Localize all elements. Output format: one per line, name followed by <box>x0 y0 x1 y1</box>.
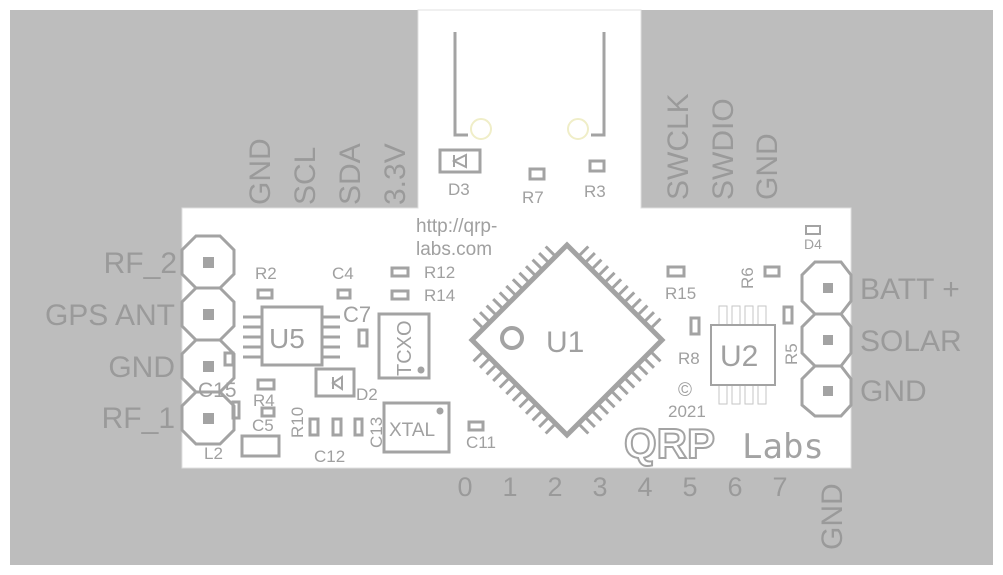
u2-label: U2 <box>720 340 758 373</box>
label-batt-plus: BATT + <box>860 273 960 306</box>
label-gnd-bottom: GND <box>816 483 849 550</box>
label-scl: SCL <box>289 147 322 205</box>
u5-label: U5 <box>269 323 305 354</box>
left-header <box>180 234 236 446</box>
label-sda: SDA <box>334 143 367 205</box>
d4-led <box>805 225 821 235</box>
tcxo: TCXO <box>377 312 431 380</box>
xtal: XTAL <box>382 401 451 454</box>
u1-chip: U1 <box>468 241 666 439</box>
label-swclk: SWCLK <box>662 93 695 200</box>
r8-pad <box>689 316 701 336</box>
pin-label-3: 3 <box>592 472 607 502</box>
label-gnd-top: GND <box>244 138 277 205</box>
r10-label: R10 <box>288 407 307 438</box>
tcxo-label: TCXO <box>394 320 416 376</box>
r7-label: R7 <box>522 188 544 207</box>
c15-pad <box>223 351 235 367</box>
r5-label: R5 <box>782 343 801 365</box>
u2-chip: U2 <box>710 305 776 405</box>
usb-connector <box>453 32 606 140</box>
r14-pad <box>390 289 410 301</box>
r12-pad <box>390 266 410 278</box>
pin-label-0: 0 <box>457 472 472 502</box>
r4-pad <box>260 406 276 418</box>
r6-pad <box>763 265 781 278</box>
label-gnd-debug: GND <box>751 133 784 200</box>
label-gnd-left: GND <box>108 351 175 384</box>
copyright-year: 2021 <box>668 402 706 421</box>
d2-label: D2 <box>356 385 378 404</box>
c4-pad <box>336 288 352 300</box>
pin-label-4: 4 <box>637 472 652 502</box>
c7-label: C7 <box>343 302 371 327</box>
logo-qrp: QRP <box>624 420 715 467</box>
r2-pad <box>256 288 274 300</box>
r6-label: R6 <box>738 267 757 289</box>
c15-label: C15 <box>198 379 237 402</box>
u5-chip: U5 <box>243 305 340 367</box>
top-header-labels: GND SCL SDA 3.3V <box>244 138 412 205</box>
c5-label: C5 <box>252 416 274 435</box>
l2-inductor <box>240 434 281 458</box>
c11-pad <box>467 420 485 432</box>
url-line-1: http://qrp- <box>416 216 497 237</box>
label-3v3: 3.3V <box>379 143 412 205</box>
label-gps-ant: GPS ANT <box>45 299 175 332</box>
c13-pad <box>353 417 364 437</box>
r4-pad-top <box>256 378 276 391</box>
c4-label: C4 <box>332 264 354 283</box>
r7-pad <box>528 167 546 181</box>
c15-pad-2 <box>231 400 241 420</box>
r15-pad <box>666 265 686 278</box>
label-gnd-right: GND <box>860 375 927 408</box>
label-swdio: SWDIO <box>707 98 740 200</box>
xtal-label: XTAL <box>389 420 435 441</box>
pin-label-6: 6 <box>727 472 742 502</box>
pin-label-7: 7 <box>772 472 787 502</box>
c11-label: C11 <box>466 433 496 452</box>
c12-pad <box>331 417 343 437</box>
u1-label: U1 <box>546 326 584 359</box>
r10-pad <box>308 417 320 437</box>
pin-label-5: 5 <box>682 472 697 502</box>
label-rf2: RF_2 <box>104 247 177 280</box>
label-rf1: RF_1 <box>102 402 175 435</box>
board-outline <box>181 9 852 469</box>
d3-label: D3 <box>448 180 470 199</box>
logo-labs: Labs <box>742 427 824 467</box>
r15-label: R15 <box>665 284 696 303</box>
r3-label: R3 <box>584 182 606 201</box>
right-header <box>800 260 853 418</box>
r3-pad <box>588 159 606 173</box>
d4-label: D4 <box>804 236 822 252</box>
r12-label: R12 <box>424 263 455 282</box>
r5-pad <box>782 305 794 325</box>
copyright-symbol: © <box>678 380 692 401</box>
d2-diode: D2 <box>314 367 378 404</box>
r2-label: R2 <box>255 264 277 283</box>
pin-label-2: 2 <box>547 472 562 502</box>
d3-diode: D3 <box>438 148 482 199</box>
c13-label: C13 <box>367 417 386 448</box>
l2-label: L2 <box>204 444 223 463</box>
debug-header-labels: SWCLK SWDIO GND <box>662 93 784 200</box>
r14-label: R14 <box>424 286 455 305</box>
c7-pad <box>357 328 369 348</box>
r4-label: R4 <box>253 391 275 410</box>
pin-label-1: 1 <box>502 472 517 502</box>
url-line-2: labs.com <box>416 239 492 260</box>
label-solar: SOLAR <box>860 325 962 358</box>
c12-label: C12 <box>314 447 345 466</box>
r8-label: R8 <box>678 349 700 368</box>
bottom-pin-labels: 0 1 2 3 4 5 6 7 GND <box>457 472 849 550</box>
